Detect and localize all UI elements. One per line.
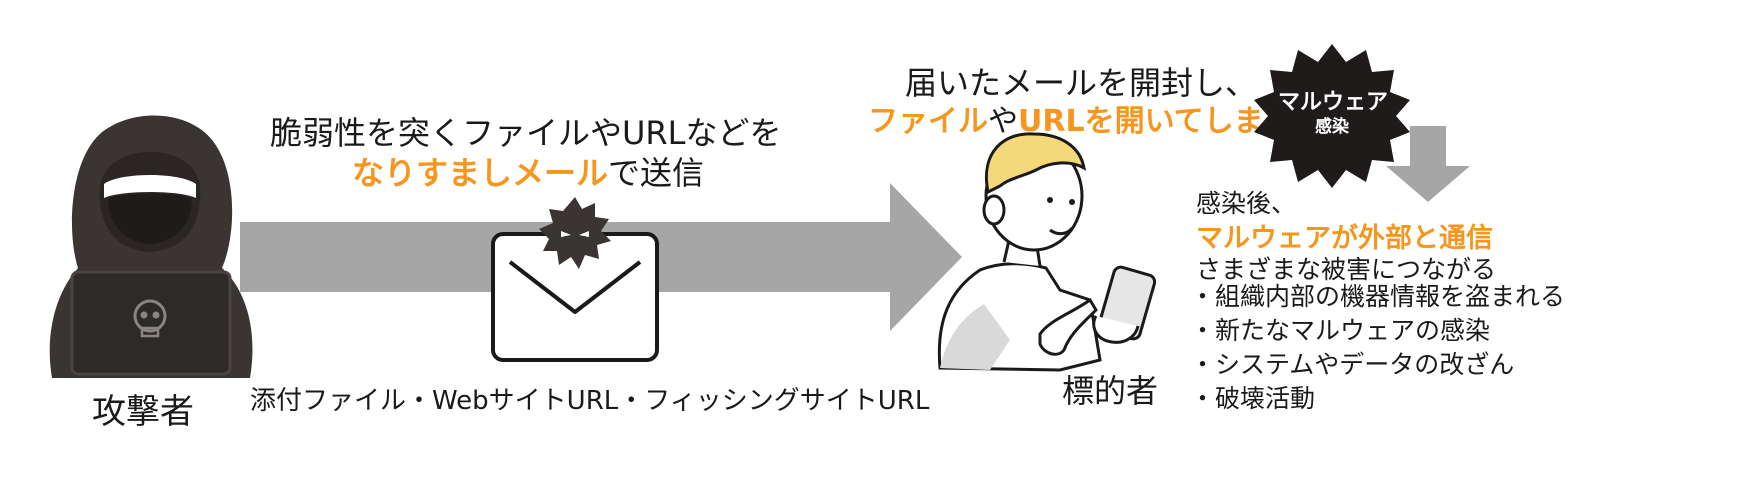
attacker-label: 攻撃者 (92, 392, 194, 432)
send-text: で送信 (608, 154, 705, 192)
damage-item: ・組織内部の機器情報を盗まれる (1190, 282, 1566, 311)
attack-caption-line2: なりすましメールで送信 (352, 148, 704, 194)
or-text: や (988, 104, 1018, 139)
damage-item: ・システムやデータの改ざん (1190, 350, 1515, 379)
after-infection-intro: 感染後、 (1196, 189, 1297, 218)
damage-item: ・新たなマルウェアの感染 (1190, 316, 1491, 345)
attachment-caption: 添付ファイル・WebサイトURL・フィッシングサイトURL (250, 386, 930, 416)
file-highlight: ファイル (868, 104, 988, 139)
open-caption-line1: 届いたメールを開封し、 (905, 58, 1257, 104)
after-infection-headline: マルウェアが外部と通信 (1196, 223, 1493, 254)
malware-badge-line2: 感染 (1315, 117, 1349, 137)
damage-list: ・組織内部の機器情報を盗まれる ・新たなマルウェアの感染 ・システムやデータの改… (1190, 280, 1565, 416)
open-caption-line2: ファイルやURLを開いてしまう (868, 96, 1294, 140)
arrived-text: 届いた (905, 64, 1002, 102)
damage-item: ・破壊活動 (1190, 384, 1316, 413)
spoofed-email-highlight: なりすましメール (352, 154, 609, 192)
url-highlight: URLを開いてしまう (1018, 104, 1294, 139)
malware-badge-line1: マルウェア (1278, 90, 1389, 115)
target-label: 標的者 (1062, 372, 1159, 410)
open-mail-text: メールを開封し、 (1001, 64, 1258, 102)
after-infection-lead: さまざまな被害につながる (1196, 255, 1497, 284)
skull-icon (133, 299, 167, 338)
attack-caption-line1: 脆弱性を突くファイルやURLなどを (270, 114, 782, 152)
malware-icon (539, 197, 611, 269)
